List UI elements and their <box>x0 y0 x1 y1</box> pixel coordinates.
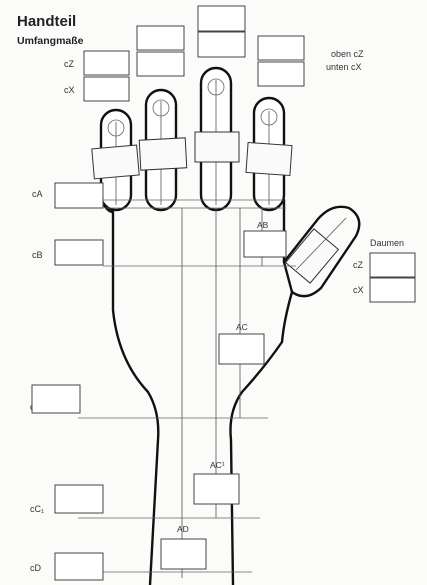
index-cz-label: cZ <box>64 59 75 69</box>
label-AB: AB <box>257 220 269 230</box>
hand-outline <box>99 198 294 585</box>
finger-index-boxes: cZ cX <box>64 50 130 102</box>
label-AC1: AC¹ <box>210 460 225 470</box>
field-AB[interactable] <box>243 230 287 258</box>
form-subtitle: Umfangmaße <box>17 35 84 47</box>
thumb-cx-field[interactable] <box>369 277 416 303</box>
fingers <box>91 66 293 212</box>
label-AC: AC <box>236 322 248 332</box>
thumb-cz-field[interactable] <box>369 252 416 278</box>
ring-cuff <box>194 131 240 163</box>
field-AC1[interactable] <box>193 473 240 505</box>
thumb-fields: Daumen cZ cX <box>353 238 416 303</box>
label-cB: cB <box>32 250 43 260</box>
thumb-label: Daumen <box>370 238 404 248</box>
label-cA: cA <box>32 189 43 199</box>
field-AD[interactable] <box>160 538 207 570</box>
field-AC[interactable] <box>218 333 265 365</box>
middle-cuff <box>138 137 188 171</box>
length-fields: AB AC AC¹ AD <box>160 220 287 570</box>
label-cD: cD <box>30 563 42 573</box>
circumference-fields: cA cB cC cC₁ cD <box>30 182 104 581</box>
field-cD[interactable] <box>54 552 104 581</box>
legend-top: oben cZ <box>331 49 364 59</box>
ring-cx-field[interactable] <box>197 31 246 58</box>
index-cx-label: cX <box>64 85 75 95</box>
field-cC1[interactable] <box>54 484 104 514</box>
legend-bottom: unten cX <box>326 62 362 72</box>
middle-cx-field[interactable] <box>136 51 185 77</box>
little-cuff <box>245 141 293 177</box>
thumb-cz-label: cZ <box>353 260 364 270</box>
form-title: Handteil <box>17 13 76 30</box>
thumb-cx-label: cX <box>353 285 364 295</box>
middle-cz-field[interactable] <box>136 25 185 51</box>
little-cx-field[interactable] <box>257 61 305 87</box>
index-cz-field[interactable] <box>83 50 130 76</box>
field-cA[interactable] <box>54 182 104 209</box>
index-cx-field[interactable] <box>83 76 130 102</box>
ring-cz-field[interactable] <box>197 5 246 32</box>
index-cuff <box>91 144 140 180</box>
thumb-outline <box>282 205 361 298</box>
thumb <box>282 205 361 298</box>
label-AD: AD <box>177 524 189 534</box>
field-cC[interactable] <box>31 384 81 414</box>
field-cB[interactable] <box>54 239 104 266</box>
label-cC1: cC₁ <box>30 504 44 514</box>
little-cz-field[interactable] <box>257 35 305 61</box>
